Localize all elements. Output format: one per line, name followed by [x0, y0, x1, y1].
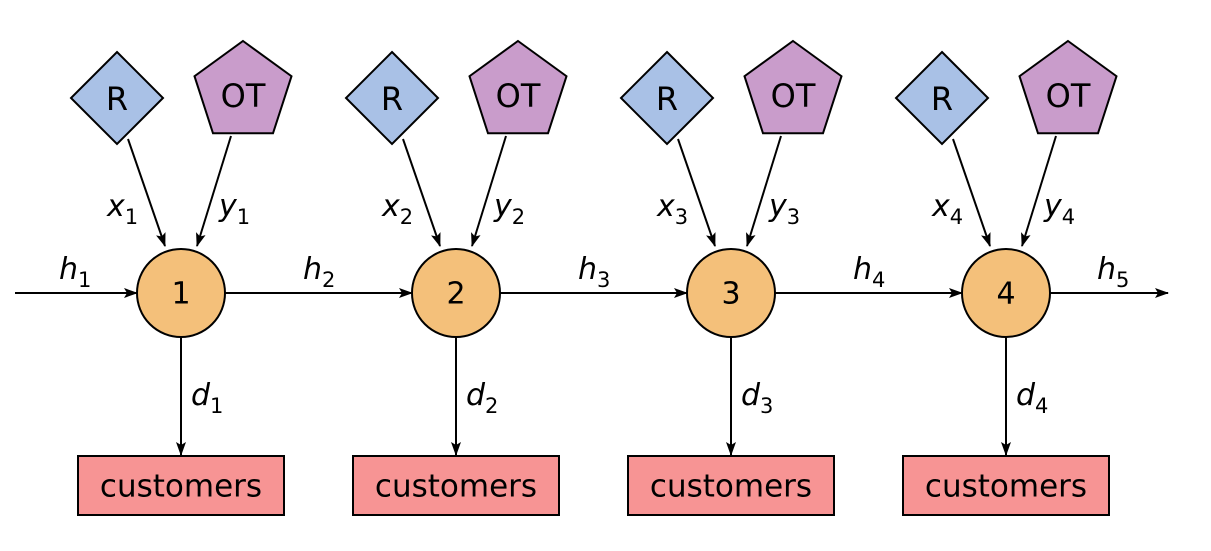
- d-var-label-2-base: d: [466, 378, 486, 413]
- y-var-label-1-base: y: [218, 189, 238, 224]
- y-var-label-4-base: y: [1043, 189, 1063, 224]
- d-var-label-2: d2: [466, 378, 498, 418]
- period-node-label-1: 1: [171, 277, 190, 312]
- customers-box-3: [627, 455, 835, 516]
- y-var-label-1-subscript: 1: [237, 205, 250, 229]
- y-var-label-3: y3: [768, 189, 800, 229]
- y-flow-arrow-2: [471, 135, 507, 247]
- h-var-label-1-base: h: [59, 252, 78, 287]
- y-var-label-2-base: y: [493, 189, 513, 224]
- regular-label-2: R: [381, 80, 403, 118]
- period-node-4: [961, 248, 1051, 338]
- y-var-label-2: y2: [493, 189, 525, 229]
- d-var-label-2-subscript: 2: [485, 394, 498, 418]
- y-var-label-3-subscript: 3: [787, 205, 800, 229]
- y-var-label-4: y4: [1043, 189, 1075, 229]
- h-var-label-4-subscript: 4: [872, 268, 885, 292]
- period-node-label-4: 4: [996, 277, 1015, 312]
- overtime-label-2: OT: [496, 77, 541, 115]
- x-var-label-4-subscript: 4: [950, 205, 963, 229]
- overtime-source-1: [193, 39, 293, 135]
- d-var-label-4: d4: [1016, 378, 1048, 418]
- x-var-label-2: x2: [381, 189, 413, 229]
- overtime-label-3: OT: [771, 77, 816, 115]
- customers-box-2: [352, 455, 560, 516]
- d-var-label-1: d1: [191, 378, 223, 418]
- regular-label-3: R: [656, 80, 678, 118]
- x-flow-arrow-3: [677, 138, 716, 247]
- x-var-label-1-subscript: 1: [125, 205, 138, 229]
- period-node-1: [136, 248, 226, 338]
- h-var-label-5: h5: [1097, 252, 1129, 292]
- d-var-label-3: d3: [741, 378, 773, 418]
- regular-source-3: [619, 50, 715, 146]
- overtime-source-3: [743, 39, 843, 135]
- y-flow-arrow-3: [746, 135, 782, 247]
- h-var-label-5-base: h: [1097, 252, 1116, 287]
- customers-box-4: [902, 455, 1110, 516]
- y-var-label-1: y1: [218, 189, 250, 229]
- overtime-label-1: OT: [221, 77, 266, 115]
- d-var-label-4-base: d: [1016, 378, 1036, 413]
- overtime-source-2: [468, 39, 568, 135]
- x-var-label-1: x1: [106, 189, 138, 229]
- x-flow-arrow-1: [127, 138, 166, 247]
- customers-label-3: customers: [650, 469, 812, 505]
- x-var-label-3-subscript: 3: [675, 205, 688, 229]
- h-var-label-3: h3: [578, 252, 610, 292]
- h-var-label-2-base: h: [303, 252, 322, 287]
- y-var-label-2-subscript: 2: [512, 205, 525, 229]
- h-var-label-4: h4: [853, 252, 885, 292]
- regular-source-2: [344, 50, 440, 146]
- x-flow-arrow-2: [402, 138, 441, 247]
- d-var-label-1-base: d: [191, 378, 211, 413]
- regular-source-1: [69, 50, 165, 146]
- period-node-label-3: 3: [721, 277, 740, 312]
- h-var-label-1: h1: [59, 252, 91, 292]
- regular-label-1: R: [106, 80, 128, 118]
- x-var-label-2-subscript: 2: [400, 205, 413, 229]
- period-node-3: [686, 248, 776, 338]
- h-var-label-1-subscript: 1: [78, 268, 91, 292]
- x-flow-arrow-4: [952, 138, 991, 247]
- x-var-label-4-base: x: [931, 189, 950, 224]
- overtime-label-4: OT: [1046, 77, 1091, 115]
- h-var-label-2-subscript: 2: [322, 268, 335, 292]
- d-var-label-3-subscript: 3: [760, 394, 773, 418]
- h-var-label-2: h2: [303, 252, 335, 292]
- x-var-label-2-base: x: [381, 189, 400, 224]
- h-var-label-5-subscript: 5: [1116, 268, 1129, 292]
- x-var-label-4: x4: [931, 189, 963, 229]
- x-var-label-3: x3: [656, 189, 688, 229]
- customers-label-2: customers: [375, 469, 537, 505]
- period-node-label-2: 2: [446, 277, 465, 312]
- regular-label-4: R: [931, 80, 953, 118]
- y-flow-arrow-4: [1021, 135, 1057, 247]
- y-flow-arrow-1: [196, 135, 232, 247]
- customers-label-4: customers: [925, 469, 1087, 505]
- customers-label-1: customers: [100, 469, 262, 505]
- y-var-label-3-base: y: [768, 189, 788, 224]
- period-node-2: [411, 248, 501, 338]
- regular-source-4: [894, 50, 990, 146]
- d-var-label-4-subscript: 4: [1035, 394, 1048, 418]
- h-var-label-3-subscript: 3: [597, 268, 610, 292]
- x-var-label-3-base: x: [656, 189, 675, 224]
- customers-box-1: [77, 455, 285, 516]
- x-var-label-1-base: x: [106, 189, 125, 224]
- overtime-source-4: [1018, 39, 1118, 135]
- y-var-label-4-subscript: 4: [1062, 205, 1075, 229]
- d-var-label-1-subscript: 1: [210, 394, 223, 418]
- h-var-label-3-base: h: [578, 252, 597, 287]
- h-var-label-4-base: h: [853, 252, 872, 287]
- d-var-label-3-base: d: [741, 378, 761, 413]
